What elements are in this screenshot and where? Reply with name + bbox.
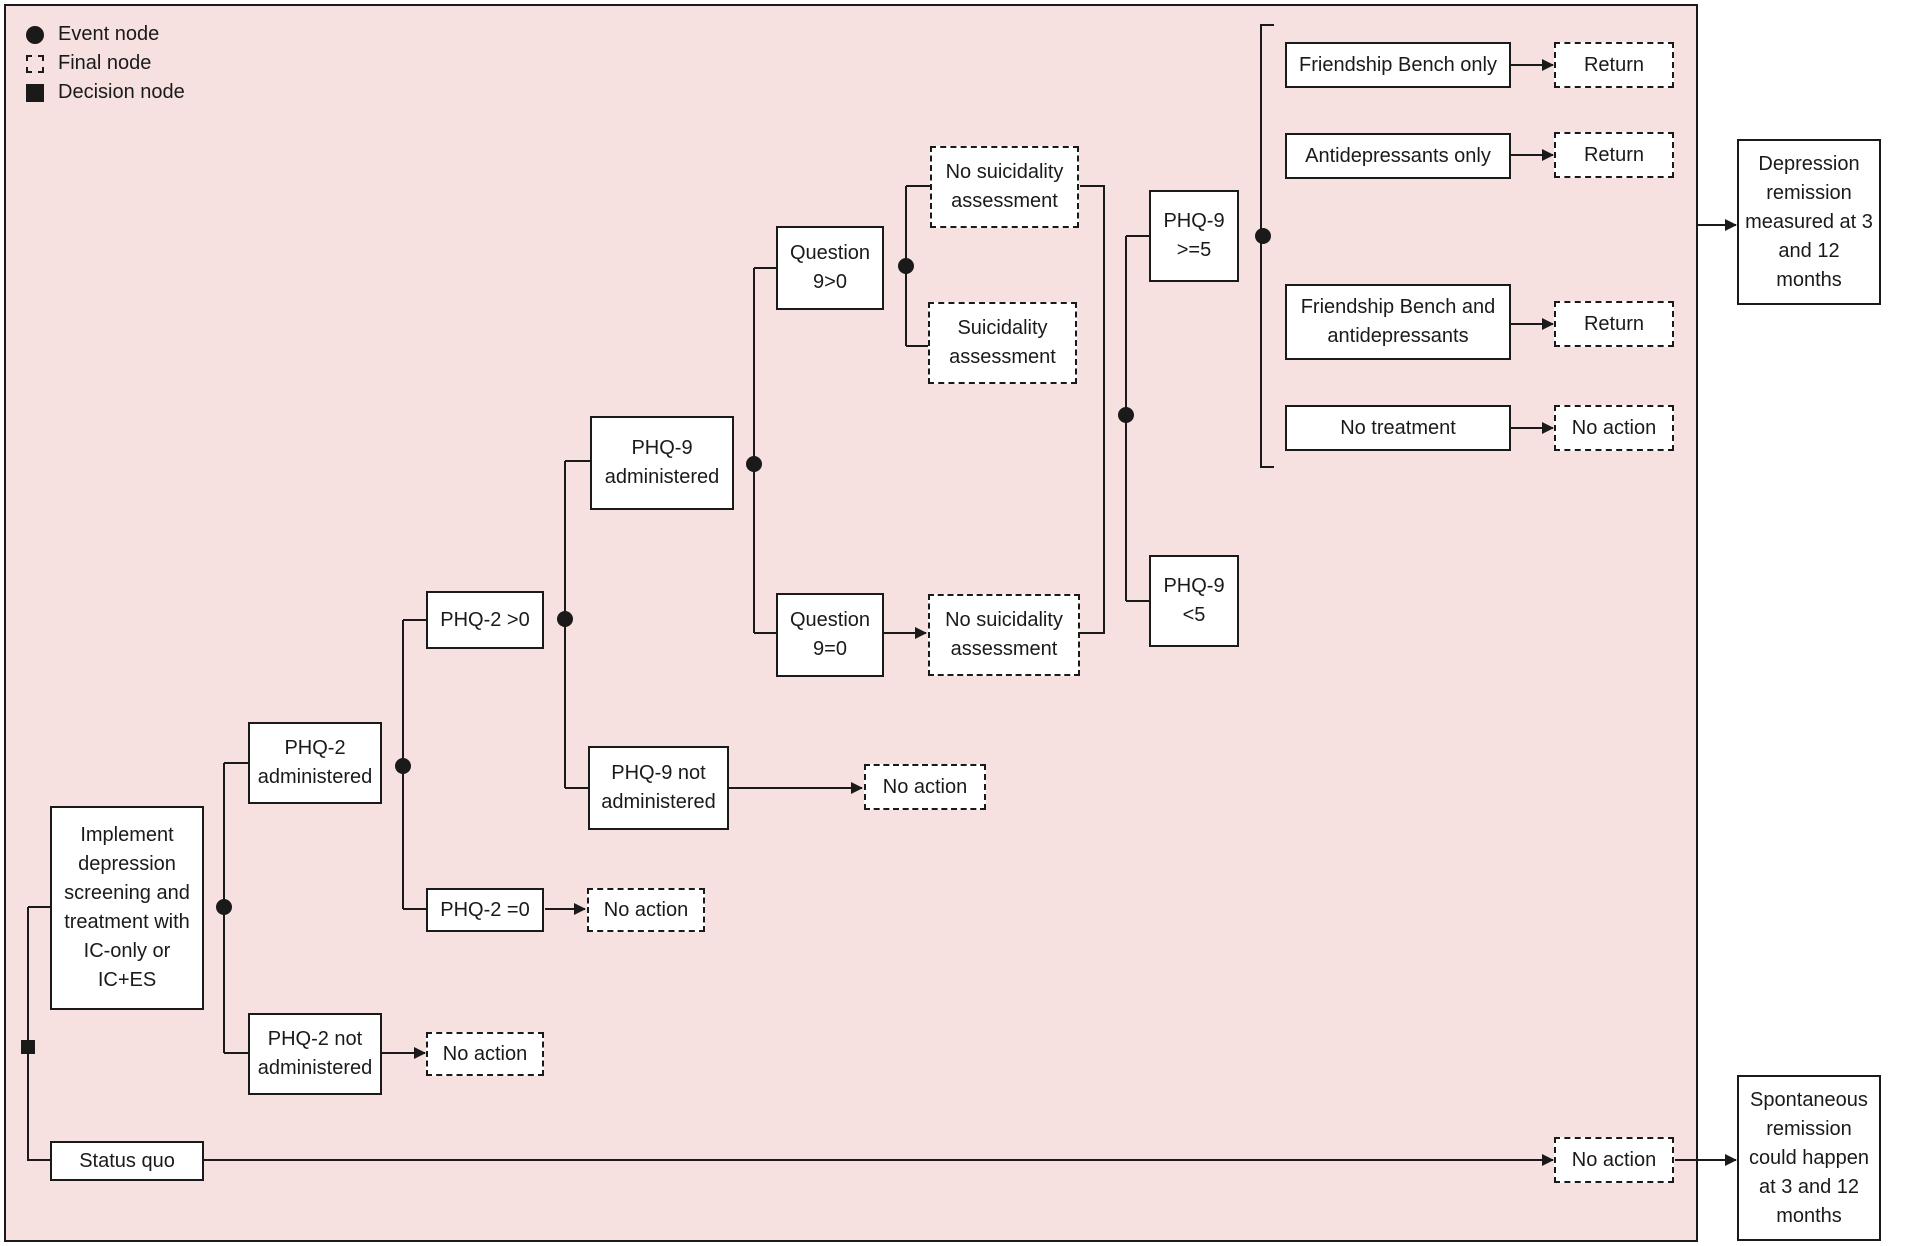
node-no-action-status-quo: No action: [1554, 1137, 1674, 1183]
node-no-action-phq2-not: No action: [426, 1032, 544, 1076]
legend-event-label: Event node: [58, 23, 160, 45]
node-suicidality-assessment: Suicidality assessment: [928, 302, 1077, 384]
node-no-action-phq9-not: No action: [864, 764, 986, 810]
node-phq2-administered: PHQ-2 administered: [248, 722, 382, 804]
node-question9-eq0: Question 9=0: [776, 593, 884, 677]
event-node-3: [557, 611, 573, 627]
node-no-treatment: No treatment: [1285, 405, 1511, 451]
legend-decision-label: Decision node: [58, 81, 185, 103]
node-phq9-lt5: PHQ-9 <5: [1149, 555, 1239, 647]
arrows: [204, 59, 1737, 1166]
event-node-5: [898, 258, 914, 274]
event-node-4: [746, 456, 762, 472]
legend-event: Event node: [26, 20, 185, 49]
node-phq2-eq0: PHQ-2 =0: [426, 888, 544, 932]
node-implement: Implement depression screening and treat…: [50, 806, 204, 1010]
legend-final: Final node: [26, 49, 185, 78]
node-phq9-administered: PHQ-9 administered: [590, 416, 734, 510]
node-friendship-bench-and-antidepressants: Friendship Bench and antidepressants: [1285, 284, 1511, 360]
event-node-2: [395, 758, 411, 774]
node-no-action-phq2-eq0: No action: [587, 888, 705, 932]
node-status-quo: Status quo: [50, 1141, 204, 1181]
node-phq9-ge5: PHQ-9 >=5: [1149, 190, 1239, 282]
node-no-suicidality-bottom: No suicidality assessment: [928, 594, 1080, 676]
decision-node-icon: [26, 83, 44, 102]
node-return-1: Return: [1554, 42, 1674, 88]
node-phq2-gt0: PHQ-2 >0: [426, 591, 544, 649]
event-node-icon: [26, 25, 44, 44]
final-node-icon: [26, 54, 44, 73]
node-depression-remission: Depression remission measured at 3 and 1…: [1737, 139, 1881, 305]
event-node-6: [1118, 407, 1134, 423]
node-no-action-treatment: No action: [1554, 405, 1674, 451]
event-node-1: [216, 899, 232, 915]
node-spontaneous-remission: Spontaneous remission could happen at 3 …: [1737, 1075, 1881, 1241]
node-return-2: Return: [1554, 132, 1674, 178]
node-antidepressants-only: Antidepressants only: [1285, 133, 1511, 179]
node-return-3: Return: [1554, 301, 1674, 347]
node-no-suicidality-top: No suicidality assessment: [930, 146, 1079, 228]
node-phq9-not-administered: PHQ-9 not administered: [588, 746, 729, 830]
node-phq2-not-administered: PHQ-2 not administered: [248, 1013, 382, 1095]
decision-node: [21, 1040, 35, 1054]
legend-decision: Decision node: [26, 78, 185, 107]
event-node-7: [1255, 228, 1271, 244]
legend: Event node Final node Decision node: [26, 20, 185, 107]
node-question9-gt0: Question 9>0: [776, 226, 884, 310]
legend-final-label: Final node: [58, 52, 152, 74]
node-friendship-bench-only: Friendship Bench only: [1285, 42, 1511, 88]
